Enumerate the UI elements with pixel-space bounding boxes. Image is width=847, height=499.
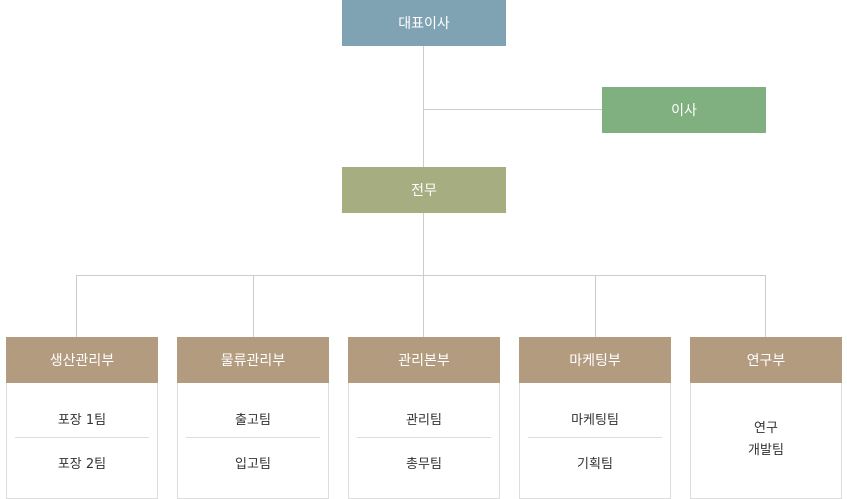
executive-box: 전무	[342, 167, 506, 213]
dept-logistics: 물류관리부 출고팀 입고팀	[177, 337, 329, 499]
team-item: 포장 1팀	[57, 413, 107, 428]
team-line: 연구	[754, 421, 778, 436]
dept-label: 물류관리부	[220, 353, 286, 369]
team-line: 개발팀	[748, 443, 784, 458]
dept-header: 물류관리부	[177, 337, 329, 383]
dept-header: 생산관리부	[6, 337, 158, 383]
connector-executive-down	[423, 213, 424, 275]
dept-header: 마케팅부	[519, 337, 671, 383]
dept-teams: 마케팅팀 기획팀	[519, 383, 671, 499]
connector-dept-1	[76, 275, 77, 337]
connector-dept-4	[595, 275, 596, 337]
dept-label: 연구부	[746, 353, 786, 369]
team-item: 기획팀	[577, 457, 613, 472]
executive-label: 전무	[411, 183, 437, 199]
dept-teams: 연구 개발팀	[690, 383, 842, 499]
team-item: 입고팀	[235, 457, 271, 472]
team-item: 총무팀	[406, 457, 442, 472]
dept-teams: 포장 1팀 포장 2팀	[6, 383, 158, 499]
dept-marketing: 마케팅부 마케팅팀 기획팀	[519, 337, 671, 499]
team-divider	[15, 437, 149, 438]
connector-dept-3	[423, 275, 424, 337]
dept-teams: 관리팀 총무팀	[348, 383, 500, 499]
team-item: 포장 2팀	[57, 457, 107, 472]
team-item: 마케팅팀	[571, 413, 619, 428]
dept-header: 연구부	[690, 337, 842, 383]
connector-horizontal-bus	[76, 275, 766, 276]
director-box: 이사	[602, 87, 766, 133]
dept-research: 연구부 연구 개발팀	[690, 337, 842, 499]
connector-dept-2	[253, 275, 254, 337]
dept-management: 관리본부 관리팀 총무팀	[348, 337, 500, 499]
team-divider	[186, 437, 320, 438]
ceo-box: 대표이사	[342, 0, 506, 46]
connector-dept-5	[765, 275, 766, 337]
team-item: 관리팀	[406, 413, 442, 428]
ceo-label: 대표이사	[398, 16, 450, 32]
dept-production: 생산관리부 포장 1팀 포장 2팀	[6, 337, 158, 499]
director-label: 이사	[671, 103, 697, 119]
dept-label: 마케팅부	[569, 353, 621, 369]
team-divider	[528, 437, 662, 438]
dept-teams: 출고팀 입고팀	[177, 383, 329, 499]
dept-label: 생산관리부	[49, 353, 115, 369]
dept-label: 관리본부	[398, 353, 450, 369]
team-divider	[357, 437, 491, 438]
dept-header: 관리본부	[348, 337, 500, 383]
team-item: 연구 개발팀	[691, 418, 841, 462]
connector-to-director	[423, 109, 602, 110]
connector-ceo-to-executive	[423, 46, 424, 167]
team-item: 출고팀	[235, 413, 271, 428]
